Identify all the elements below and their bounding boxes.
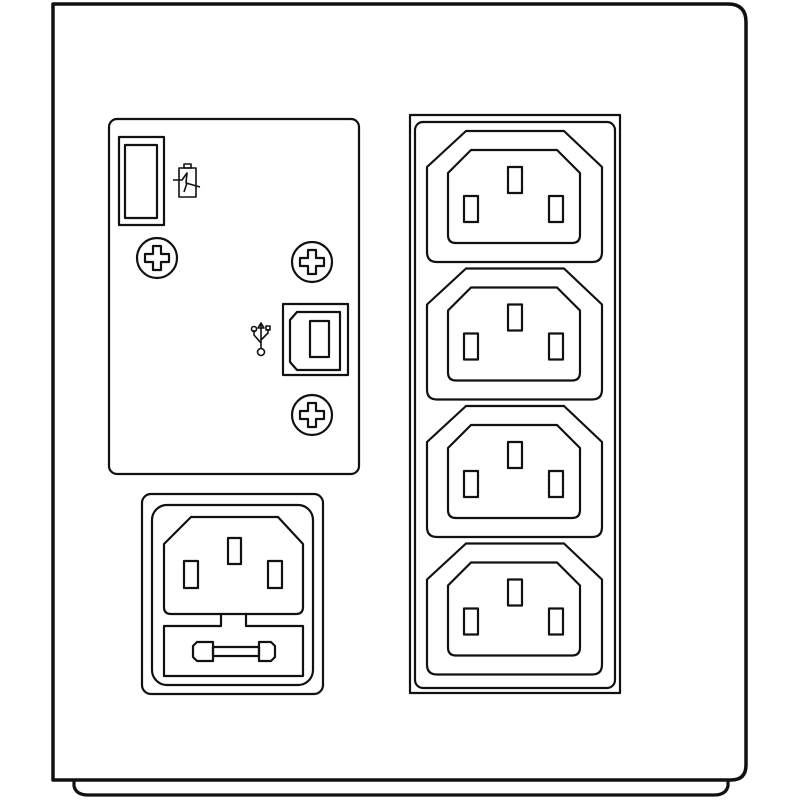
outlet-strip: [408, 113, 622, 695]
control-panel: [107, 117, 361, 476]
battery-switch-rocker[interactable]: [123, 143, 159, 220]
outlet-receptacle: [446, 561, 582, 657]
outlet-pin-earth: [506, 440, 524, 470]
fuse-icon: [191, 640, 277, 663]
control-panel-plate: [107, 117, 361, 476]
outlet-pin-earth: [506, 578, 524, 607]
usb-port-tongue: [308, 319, 331, 359]
inlet-pin-neutral: [266, 559, 284, 590]
outlet-pin-neutral: [547, 332, 565, 361]
outlet-receptacle: [446, 148, 582, 245]
outlet-pin-neutral: [547, 194, 565, 224]
outlet-bezel: [425, 129, 604, 264]
battery-charge-icon: [173, 163, 201, 198]
outlet-pin-line: [462, 194, 480, 224]
case-body: [51, 2, 748, 782]
battery-switch[interactable]: [117, 135, 166, 227]
screw-icon: [290, 240, 334, 284]
outlet-strip-bezel: [413, 120, 617, 690]
usb-icon: [250, 322, 271, 357]
outlet-bezel: [425, 542, 604, 676]
outlet-strip-frame: [408, 113, 622, 695]
iec-c13-outlet-icon[interactable]: [425, 129, 604, 264]
usb-port-frame: [281, 302, 350, 377]
outlet-receptacle: [446, 286, 582, 382]
outlet-bezel: [425, 404, 604, 539]
power-inlet[interactable]: [140, 492, 325, 696]
outlet-pin-line: [462, 469, 480, 499]
iec-c14-inlet-icon[interactable]: [162, 515, 305, 616]
outlet-pin-line: [462, 332, 480, 361]
iec-c13-outlet-icon[interactable]: [425, 542, 604, 676]
inlet-frame: [140, 492, 325, 696]
fuse-drawer[interactable]: [162, 614, 305, 678]
iec-c13-outlet-icon[interactable]: [425, 267, 604, 401]
outlet-pin-earth: [506, 165, 524, 195]
device-case: [51, 2, 748, 797]
usb-b-port[interactable]: [281, 302, 350, 377]
outlet-pin-neutral: [547, 469, 565, 499]
outlet-pin-neutral: [547, 607, 565, 636]
outlet-pin-earth: [506, 303, 524, 332]
screw-icon: [135, 236, 179, 280]
usb-port-shell: [288, 310, 342, 372]
screw-icon: [290, 393, 334, 437]
battery-switch-frame: [117, 135, 166, 227]
inlet-bezel: [150, 503, 315, 687]
outlet-receptacle: [446, 423, 582, 520]
inlet-pin-line: [182, 559, 200, 590]
outlet-pin-line: [462, 607, 480, 636]
iec-c13-outlet-icon[interactable]: [425, 404, 604, 539]
case-foot: [72, 781, 730, 797]
inlet-pin-earth: [226, 536, 243, 566]
outlet-bezel: [425, 267, 604, 401]
